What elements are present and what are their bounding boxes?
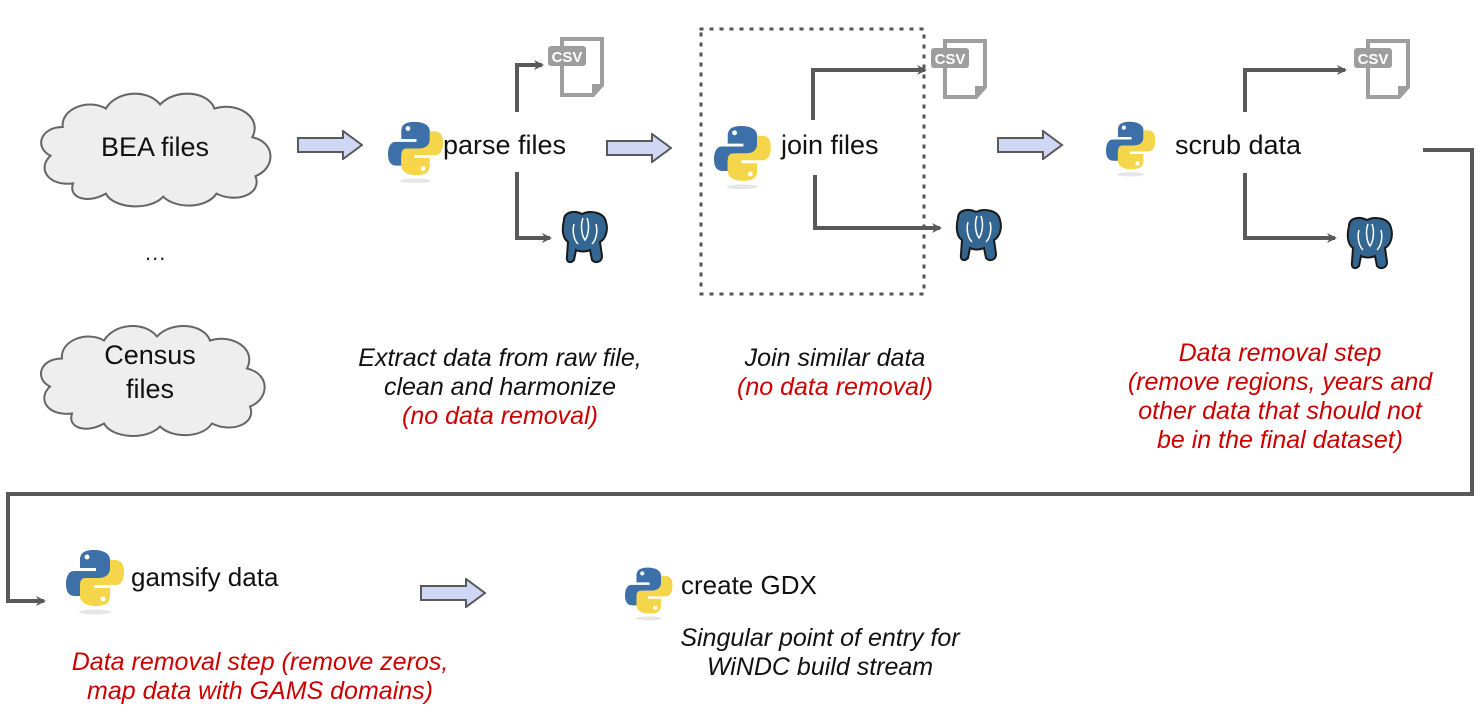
join-description: Join similar data (no data removal): [690, 344, 980, 402]
scrub-note-line3: other data that should not: [1138, 397, 1422, 425]
block-arrow-join-to-scrub: [996, 130, 1064, 160]
python-logo-icon-gdx: [625, 567, 673, 621]
block-arrow-parse-to-join: [606, 133, 672, 163]
scrub-note-line1: Data removal step: [1178, 339, 1382, 367]
join-note: (no data removal): [737, 373, 933, 401]
parse-description: Extract data from raw file, clean and ha…: [320, 344, 680, 431]
census-label-line1: Census: [104, 340, 196, 370]
parse-desc-line2: clean and harmonize: [383, 373, 617, 401]
bea-files-label: BEA files: [100, 132, 210, 162]
csv-label: CSV: [935, 51, 966, 68]
join-highlight-box: [699, 27, 926, 296]
join-files-label: join files: [781, 130, 879, 160]
python-logo-icon-scrub: [1106, 121, 1156, 177]
connector-scrub-to-csv: [1243, 65, 1347, 112]
census-files-label: Census files: [55, 338, 245, 406]
postgresql-elephant-icon-parse: [561, 211, 608, 264]
gamsify-note-line2: map data with GAMS domains): [87, 677, 433, 705]
connector-join-to-postgres: [813, 175, 942, 233]
gamsify-data-label: gamsify data: [131, 562, 279, 592]
gdx-desc-line2: WiNDC build stream: [706, 653, 934, 681]
scrub-data-label: scrub data: [1175, 130, 1302, 160]
block-arrow-gamsify-to-gdx: [420, 578, 486, 608]
gdx-desc-line1: Singular point of entry for: [680, 624, 960, 652]
connector-scrub-to-gamsify: [6, 148, 1474, 606]
csv-file-icon-parse: CSV: [548, 37, 604, 97]
connector-join-to-csv: [811, 65, 927, 120]
connector-parse-to-postgres: [515, 172, 552, 243]
scrub-note-line2: (remove regions, years and: [1127, 368, 1433, 396]
block-arrow-sources-to-parse: [297, 130, 363, 160]
scrub-note-line4: be in the final dataset): [1157, 426, 1403, 454]
parse-note: (no data removal): [402, 402, 598, 430]
python-logo-icon-join: [714, 125, 771, 190]
parse-desc-line1: Extract data from raw file,: [358, 344, 642, 372]
create-gdx-label: create GDX: [681, 570, 817, 600]
csv-file-icon-scrub: CSV: [1354, 39, 1410, 99]
more-sources-ellipsis: ...: [145, 240, 167, 265]
connector-parse-to-csv: [515, 60, 544, 112]
census-label-line2: files: [125, 374, 174, 404]
gamsify-note-line1: Data removal step (remove zeros,: [71, 648, 449, 676]
join-desc-line1: Join similar data: [744, 344, 926, 372]
csv-file-icon-join: CSV: [931, 39, 987, 99]
connector-scrub-to-postgres: [1243, 173, 1337, 243]
csv-label: CSV: [1358, 51, 1389, 68]
scrub-note: Data removal step (remove regions, years…: [1095, 339, 1465, 455]
postgresql-elephant-icon-scrub: [1346, 217, 1393, 270]
gdx-description: Singular point of entry for WiNDC build …: [620, 624, 1020, 682]
csv-label: CSV: [552, 49, 583, 66]
parse-files-label: parse files: [443, 130, 567, 160]
python-logo-icon-gamsify: [66, 550, 124, 615]
python-logo-icon-parse: [388, 121, 444, 184]
gamsify-note: Data removal step (remove zeros, map dat…: [20, 648, 500, 706]
postgresql-elephant-icon-join: [955, 209, 1002, 262]
